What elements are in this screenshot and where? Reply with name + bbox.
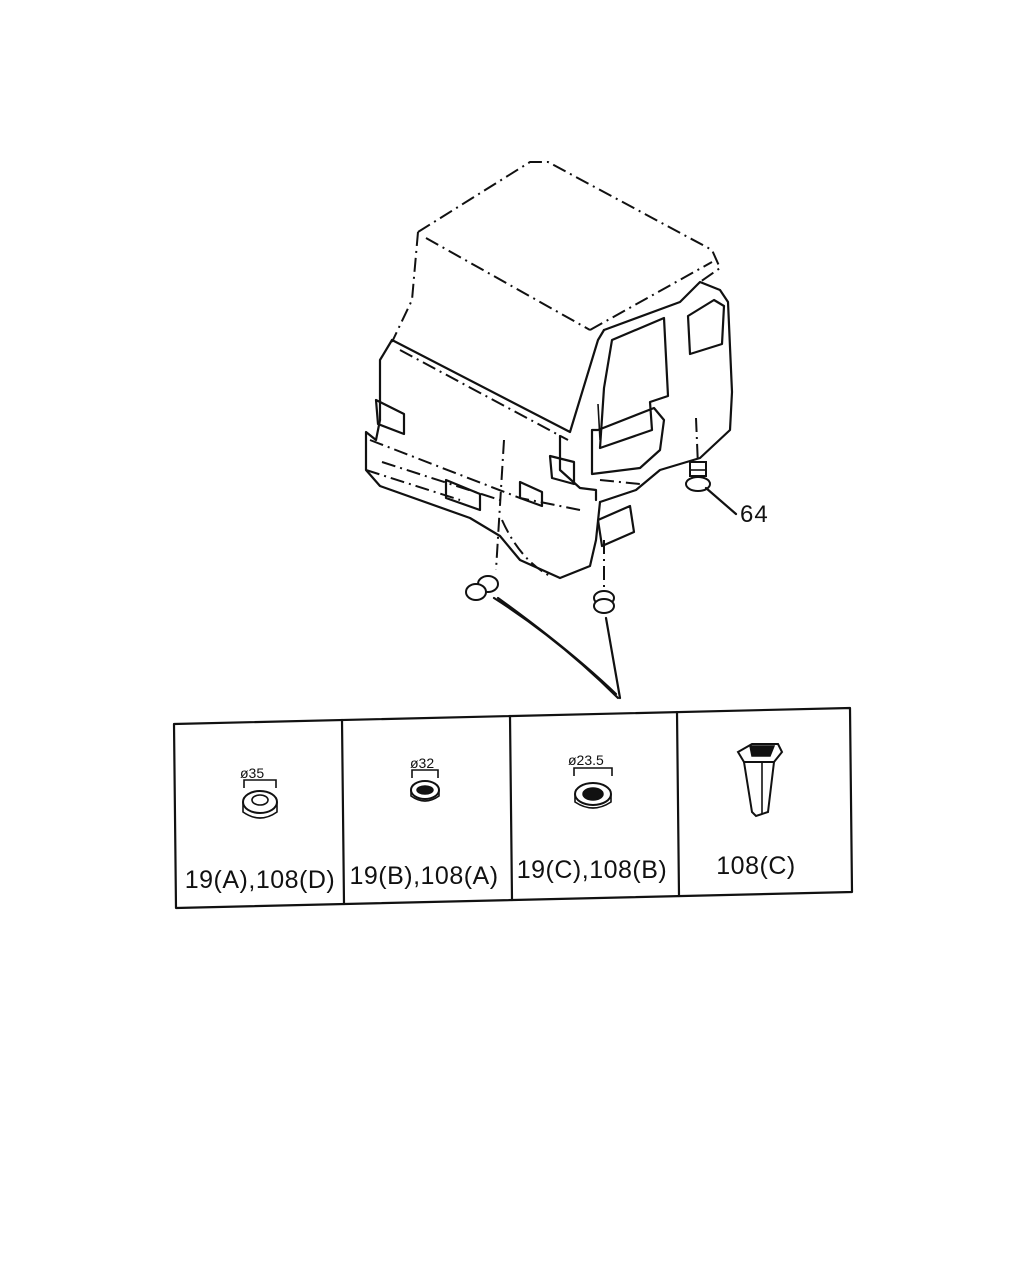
plug-23-5-icon — [573, 767, 613, 809]
step-plug-icon — [593, 590, 615, 614]
dimension-label-2: ø32 — [410, 755, 434, 771]
part-ref-1: 19(A),108(D) — [185, 866, 336, 894]
front-plug-icon — [465, 575, 499, 601]
callout-leader-64 — [704, 486, 738, 516]
bolt-64-icon — [685, 461, 711, 492]
leader-step-plug — [604, 616, 622, 700]
truck-cab-drawing — [364, 161, 734, 594]
dimension-label-1: ø35 — [240, 765, 264, 781]
part-ref-2: 19(B),108(A) — [349, 862, 498, 890]
clip-108c-icon — [736, 743, 784, 818]
dimension-label-3: ø23.5 — [568, 752, 604, 768]
part-ref-4: 108(C) — [716, 852, 795, 880]
plug-32-icon — [410, 769, 440, 802]
part-ref-3: 19(C),108(B) — [517, 856, 668, 884]
plug-35-icon — [242, 779, 278, 819]
callout-64: 64 — [740, 501, 769, 528]
parts-table — [172, 706, 854, 910]
